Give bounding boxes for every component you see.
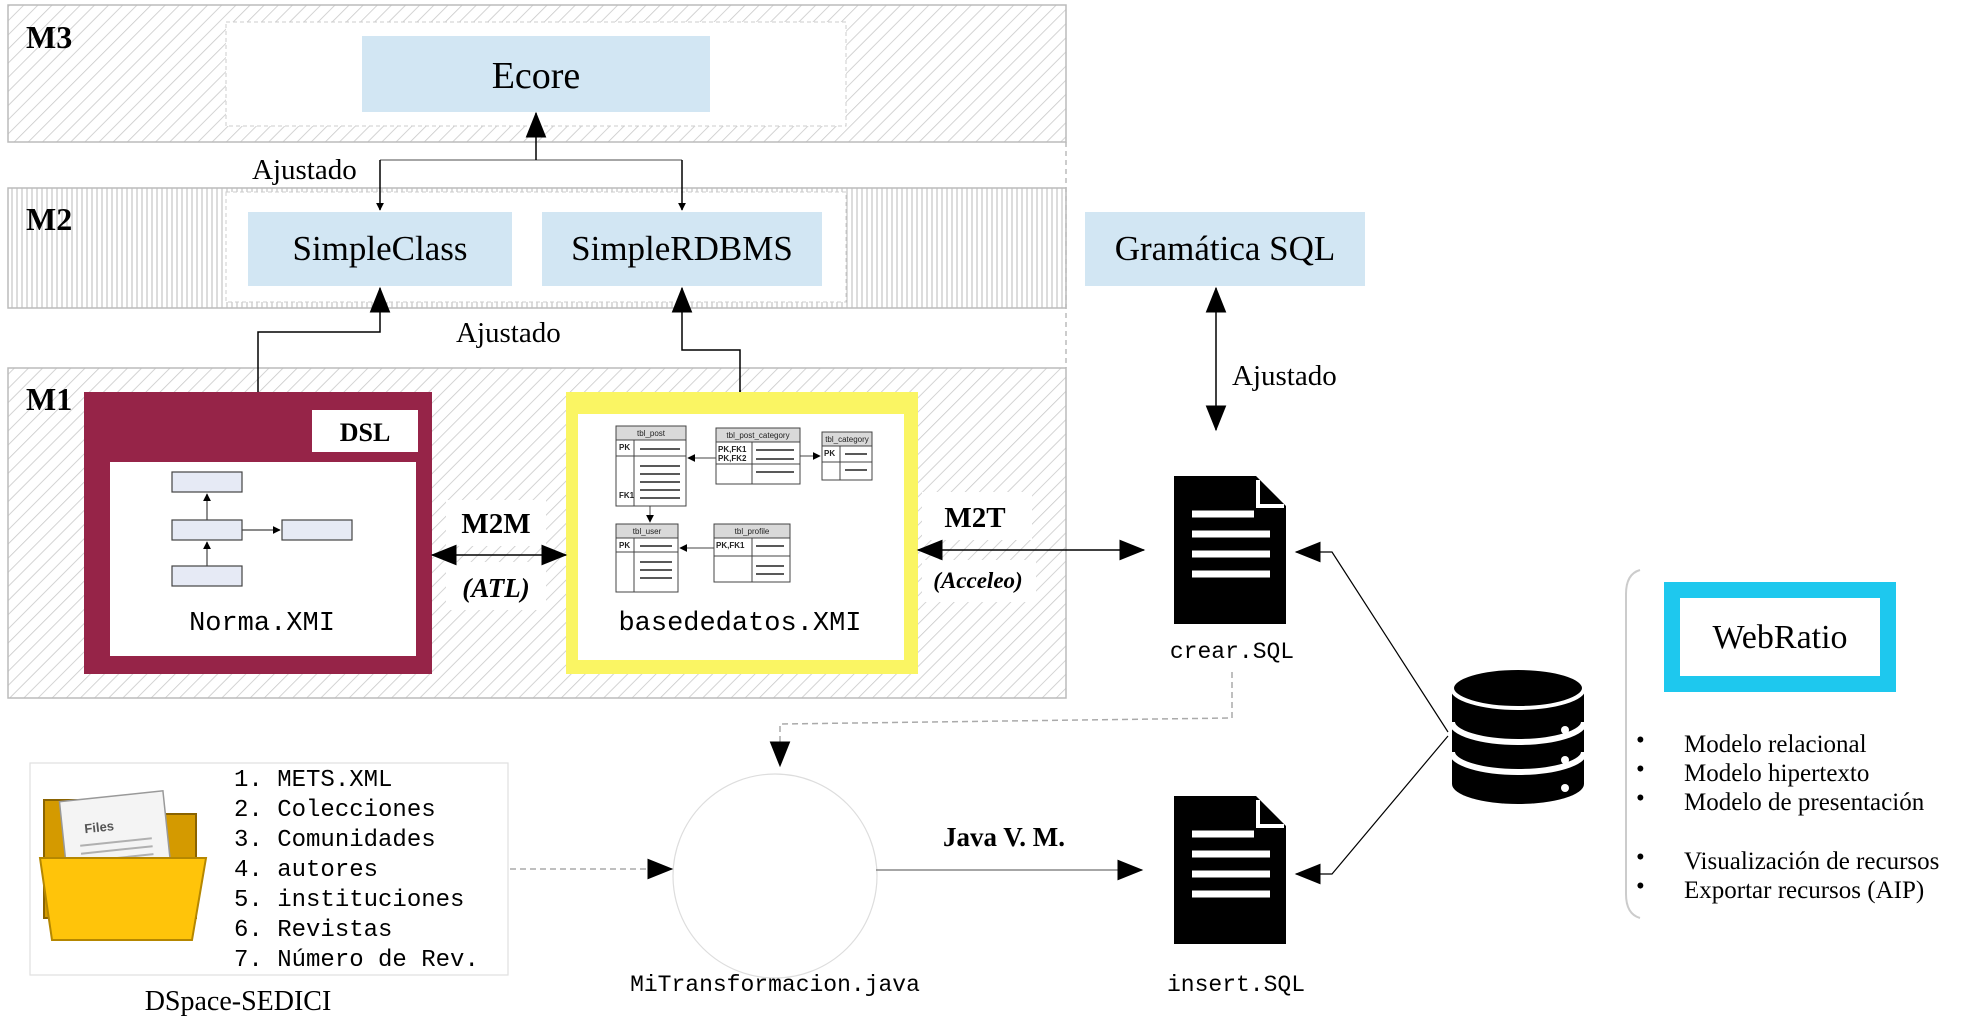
- norma-model-frame[interactable]: DSL: [84, 392, 432, 674]
- atl-label-bg: [446, 562, 546, 610]
- er-pkfk1: PK,FK1: [718, 445, 747, 454]
- gramatica-sql-box[interactable]: Gramática SQL: [1085, 212, 1365, 286]
- er-pkfk1-profile: PK,FK1: [716, 541, 745, 550]
- webratio-feature-list: • Modelo relacional • Modelo hipertexto …: [1636, 727, 1939, 904]
- er-table-user-name: tbl_user: [633, 527, 662, 536]
- javavm-label: Java V. M.: [943, 822, 1065, 852]
- dsl-tag: DSL: [340, 418, 391, 447]
- simplerdbms-label: SimpleRDBMS: [571, 229, 793, 268]
- ajustado-m2-to-m3: [376, 111, 686, 211]
- mitransformacion-label: MiTransformacion.java: [630, 972, 920, 998]
- dspace-item: 1. METS.XML: [234, 767, 392, 794]
- sql-to-database-connectors: [1294, 541, 1449, 885]
- er-table-post: tbl_post PK FK1: [615, 425, 687, 507]
- feature-item: Modelo de presentación: [1684, 789, 1925, 816]
- feature-bullet: •: [1636, 844, 1645, 871]
- dspace-caption: DSpace-SEDICI: [145, 986, 332, 1017]
- basededatos-xmi-label: basededatos.XMI: [618, 609, 861, 639]
- simpleclass-box[interactable]: SimpleClass: [248, 212, 512, 286]
- folder-icon[interactable]: Files: [38, 789, 208, 941]
- dspace-item: 2. Colecciones: [234, 797, 436, 824]
- webratio-bracket: [1625, 569, 1641, 919]
- m2m-label-bg: [446, 500, 546, 546]
- feature-bullet: •: [1636, 727, 1645, 754]
- m2m-label: M2M: [461, 508, 530, 540]
- webratio-box[interactable]: WebRatio: [1664, 582, 1896, 692]
- m1-label: M1: [26, 381, 72, 417]
- er-pk: PK: [619, 443, 630, 452]
- er-table-category-name: tbl_category: [825, 435, 869, 444]
- ecore-box[interactable]: Ecore: [362, 36, 710, 112]
- dspace-item: 6. Revistas: [234, 917, 392, 944]
- er-pk-category: PK: [824, 449, 835, 458]
- er-fk1: FK1: [619, 491, 635, 500]
- er-diagram: tbl_post PK FK1 tbl_post_category PK,FK1…: [615, 425, 873, 593]
- m2t-label: M2T: [944, 502, 1005, 534]
- dspace-item: 5. instituciones: [234, 887, 464, 914]
- ecore-label: Ecore: [492, 55, 581, 97]
- er-pkfk2: PK,FK2: [718, 454, 747, 463]
- crear-sql-to-mitransformacion: [769, 672, 1233, 768]
- simpleclass-label: SimpleClass: [292, 229, 467, 268]
- crear-sql-label: crear.SQL: [1170, 639, 1294, 665]
- mitransformacion-circle[interactable]: [672, 773, 878, 979]
- feature-bullet: •: [1636, 785, 1645, 812]
- er-table-profile-name: tbl_profile: [735, 527, 770, 536]
- crear-sql-document-icon[interactable]: [1174, 476, 1286, 624]
- ajustado-sql-label: Ajustado: [1232, 360, 1337, 392]
- er-table-post-name: tbl_post: [637, 429, 666, 438]
- er-pk-user: PK: [619, 541, 630, 550]
- feature-item: Exportar recursos (AIP): [1684, 877, 1924, 904]
- norma-class-diagram: [171, 471, 353, 587]
- feature-bullet: •: [1636, 756, 1645, 783]
- acceleo-label: (Acceleo): [933, 568, 1022, 593]
- er-table-category: tbl_category PK: [821, 431, 873, 481]
- atl-label: (ATL): [462, 573, 530, 603]
- dspace-item: 3. Comunidades: [234, 827, 436, 854]
- folder-files-label: Files: [84, 818, 115, 836]
- feature-item: Modelo hipertexto: [1684, 760, 1869, 787]
- feature-item: Visualización de recursos: [1684, 848, 1939, 875]
- insert-sql-document-icon[interactable]: [1174, 796, 1286, 944]
- m3-label: M3: [26, 19, 72, 55]
- database-icon[interactable]: [1449, 666, 1587, 804]
- er-table-post-category: tbl_post_category PK,FK1 PK,FK2: [715, 427, 801, 485]
- norma-xmi-label: Norma.XMI: [189, 609, 335, 639]
- ajustado-m2-label: Ajustado: [456, 317, 561, 349]
- m2t-label-bg: [922, 492, 1032, 540]
- er-table-post-category-name: tbl_post_category: [726, 431, 789, 440]
- gramatica-sql-label: Gramática SQL: [1115, 229, 1336, 268]
- feature-bullet: •: [1636, 873, 1645, 900]
- simplerdbms-box[interactable]: SimpleRDBMS: [542, 212, 822, 286]
- dspace-item-list: 1. METS.XML 2. Colecciones 3. Comunidade…: [234, 767, 479, 974]
- webratio-title: WebRatio: [1712, 619, 1847, 656]
- acceleo-label-bg: [922, 560, 1036, 602]
- feature-item: Modelo relacional: [1684, 731, 1867, 758]
- er-table-user: tbl_user PK: [615, 523, 679, 593]
- m2-label: M2: [26, 201, 72, 237]
- dspace-item: 7. Número de Rev.: [234, 947, 479, 974]
- dspace-item: 4. autores: [234, 857, 378, 884]
- ajustado-m3-label: Ajustado: [252, 154, 357, 186]
- insert-sql-label: insert.SQL: [1167, 972, 1305, 998]
- er-table-profile: tbl_profile PK,FK1: [713, 523, 791, 583]
